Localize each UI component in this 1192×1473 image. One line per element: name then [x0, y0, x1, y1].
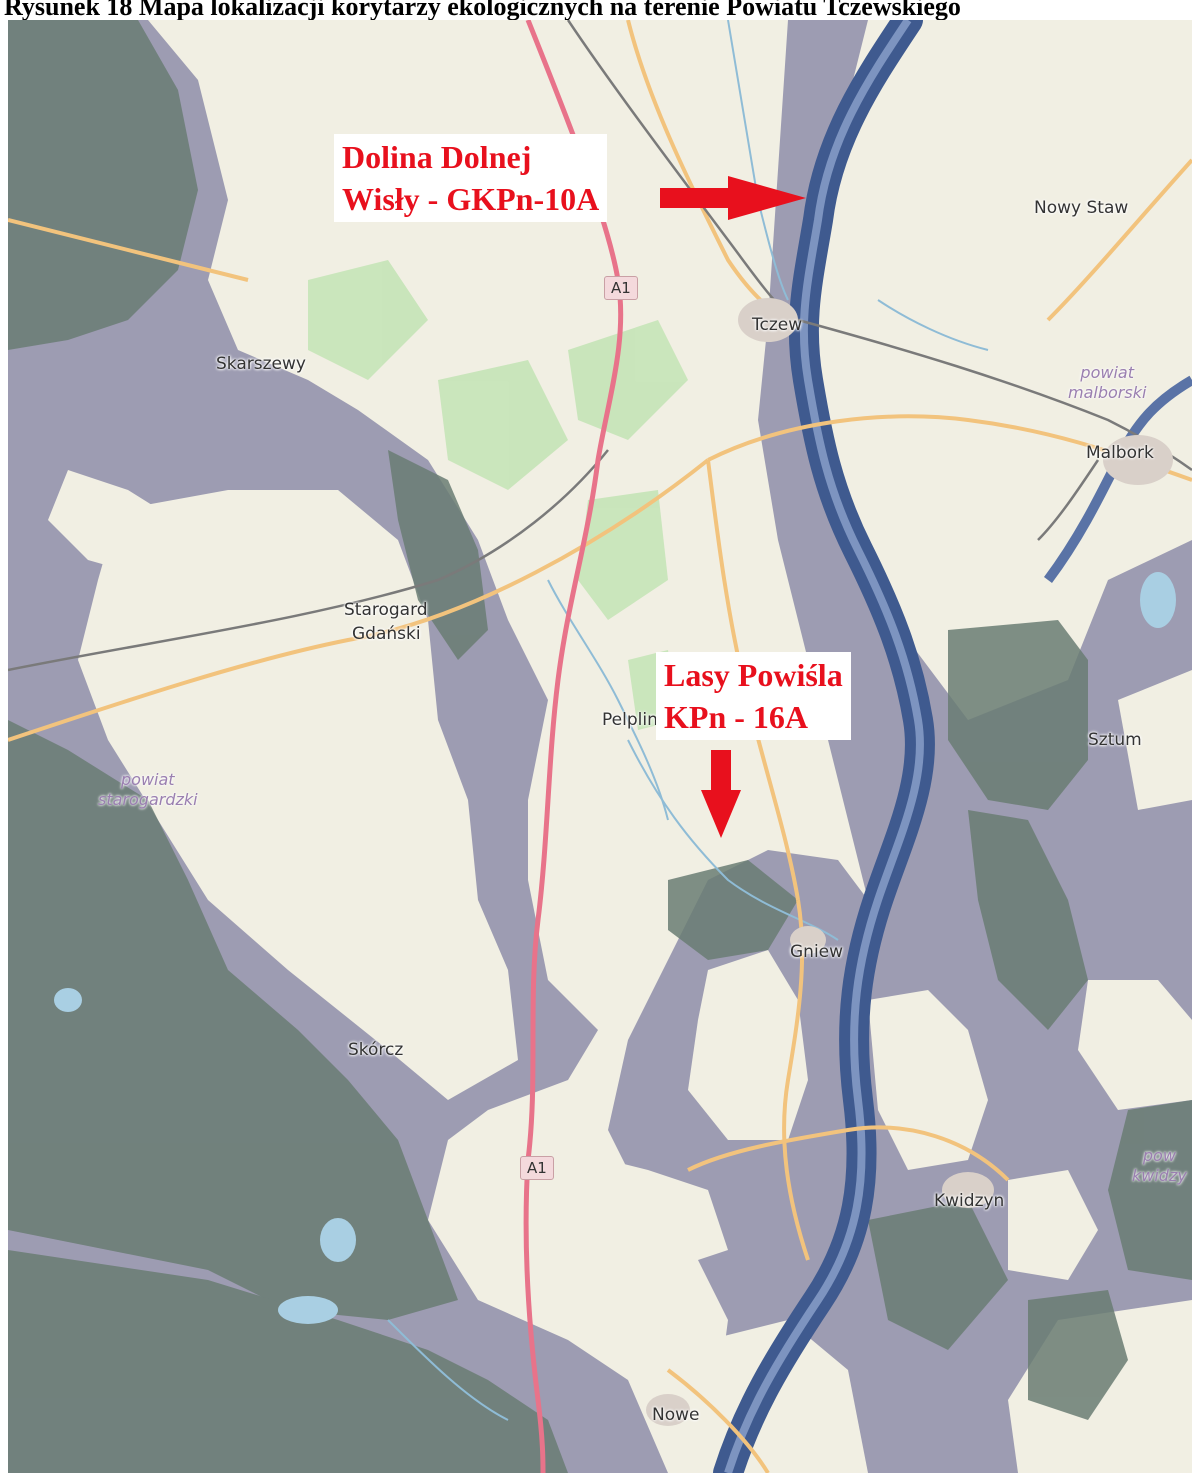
- map-canvas[interactable]: Nowy Staw Tczew Skarszewy Malbork Starog…: [8, 20, 1192, 1473]
- callout-lasy-powisla: Lasy Powiśla KPn - 16A: [656, 652, 851, 740]
- right-arrow: [660, 176, 806, 220]
- place-tczew: Tczew: [752, 315, 803, 335]
- down-arrow: [701, 750, 741, 838]
- place-nowe: Nowe: [652, 1405, 700, 1425]
- vistula-river-highlight: [724, 20, 924, 1473]
- place-sztum: Sztum: [1088, 730, 1142, 750]
- place-gniew: Gniew: [790, 942, 844, 962]
- place-starogard: Starogard: [344, 600, 428, 620]
- place-gdanski: Gdański: [352, 624, 421, 644]
- road-shield-a1-south: A1: [520, 1156, 554, 1180]
- place-skorcz: Skórcz: [348, 1040, 404, 1060]
- callout-dolina-dolnej-wisly: Dolina Dolnej Wisły - GKPn-10A: [334, 134, 608, 222]
- place-malbork: Malbork: [1086, 443, 1154, 463]
- place-pelplin: Pelplin: [602, 710, 658, 730]
- towns: [646, 298, 1173, 1426]
- forest-in-corridors: [8, 20, 1192, 1473]
- figure-caption: Rysunek 18 Mapa lokalizacji korytarzy ek…: [4, 0, 961, 21]
- map-layers: [8, 20, 1192, 1473]
- place-skarszewy: Skarszewy: [216, 354, 306, 374]
- admin-powiat-starogardzki: powiat starogardzki: [98, 770, 198, 809]
- place-nowy-staw: Nowy Staw: [1034, 198, 1129, 218]
- lakes: [54, 572, 1176, 1324]
- admin-powiat-kwidzynski: pow kwidzy: [1132, 1146, 1187, 1185]
- callout-arrows: [660, 176, 806, 838]
- place-kwidzyn: Kwidzyn: [934, 1191, 1005, 1211]
- admin-powiat-malborski: powiat malborski: [1068, 363, 1147, 402]
- road-shield-a1-north: A1: [604, 276, 638, 300]
